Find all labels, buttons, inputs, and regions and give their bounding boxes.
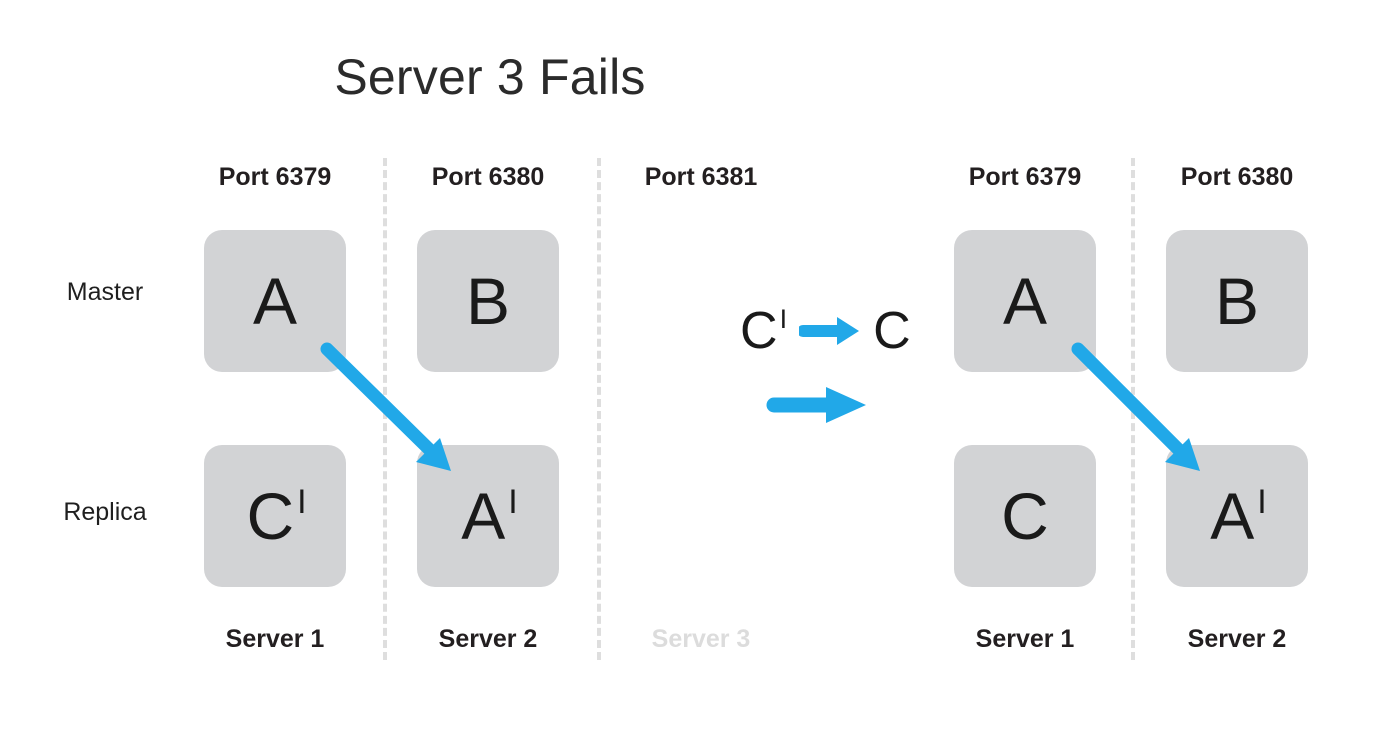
page-title: Server 3 Fails: [334, 49, 646, 105]
node-after-replica-1[interactable]: C: [954, 445, 1096, 587]
node-label: A: [1002, 264, 1048, 338]
server-label-after-1: Server 1: [975, 625, 1075, 653]
node-after-master-1[interactable]: A: [954, 230, 1096, 372]
port-label-before-3: Port 6381: [644, 163, 758, 191]
port-label-before-2: Port 6380: [431, 163, 545, 191]
server-label-before-2: Server 2: [438, 625, 538, 653]
column-divider-1: [383, 158, 387, 660]
port-label-after-1: Port 6379: [968, 163, 1082, 191]
server-label-before-3: Server 3: [651, 625, 751, 653]
row-label-replica: Replica: [63, 498, 147, 526]
transition-to: C: [873, 302, 911, 360]
node-before-master-2[interactable]: B: [417, 230, 559, 372]
node-label: B: [465, 264, 511, 338]
server-label-before-1: Server 1: [225, 625, 325, 653]
server-label-after-2: Server 2: [1187, 625, 1287, 653]
column-divider-3: [1131, 158, 1135, 660]
row-label-master: Master: [66, 278, 144, 306]
node-before-master-1[interactable]: A: [204, 230, 346, 372]
node-label: A: [252, 264, 298, 338]
node-label: C: [1001, 479, 1049, 553]
port-label-before-1: Port 6379: [218, 163, 332, 191]
node-label: B: [1214, 264, 1260, 338]
flow-arrow-right-icon: [766, 387, 866, 423]
port-label-after-2: Port 6380: [1180, 163, 1294, 191]
arrow-right-icon: [799, 317, 860, 345]
node-after-master-2[interactable]: B: [1166, 230, 1308, 372]
column-divider-2: [597, 158, 601, 660]
